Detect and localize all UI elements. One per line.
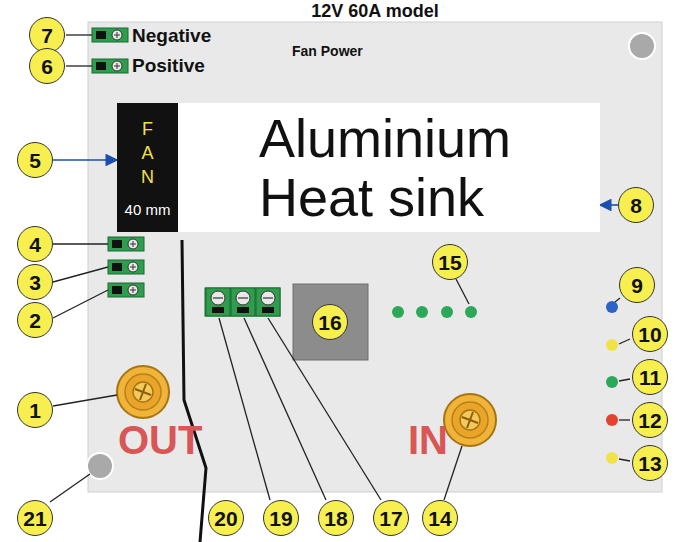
callout-label: 11 [639,367,661,388]
status-leds [606,301,618,464]
callout-label: 13 [638,453,661,474]
callout-number: 11 [632,359,668,395]
leader-arrow [600,204,618,206]
callout-label: 14 [428,508,451,529]
callout-number: 9 [619,267,655,303]
callout-label: 16 [318,312,341,333]
callout-label: 2 [29,310,41,331]
callout-label: 8 [630,195,642,216]
circuit-board [88,22,662,492]
callout-number: 13 [632,445,668,481]
callout-label: 12 [638,410,661,431]
callout-number: 16 [312,304,348,340]
sensor-wire [182,240,206,542]
callout-label: 18 [324,508,347,529]
terminal-label: IN [408,420,448,460]
part-label: Aluminium Heat sink [259,109,559,226]
callout-number: 12 [632,402,668,438]
callout-label: 7 [41,25,53,46]
callout-label: 20 [214,508,237,529]
callout-number: 18 [318,500,354,536]
callout-number: 20 [208,500,244,536]
callout-label: 5 [29,150,41,171]
terminal-strip [205,288,280,316]
callout-number: 3 [17,264,53,300]
leader-arrow [53,159,117,161]
callout-number: 14 [422,500,458,536]
callout-number: 19 [263,500,299,536]
callout-number: 5 [17,142,53,178]
callout-number: 4 [17,226,53,262]
callout-number: 2 [17,302,53,338]
heat-sink-band: Aluminium Heat sink [178,103,600,232]
callout-label: 4 [29,234,41,255]
callout-label: 19 [269,508,292,529]
callout-number: 10 [632,316,668,352]
callout-label: 21 [23,508,46,529]
fan-box: FAN 40 mm [117,103,178,232]
relay-chip [293,284,368,360]
callout-number: 1 [17,392,53,428]
terminal-label: OUT [118,420,202,460]
title: 12V 60A model [311,1,438,22]
callout-number: 8 [618,187,654,223]
callout-label: 10 [638,324,661,345]
callout-label: 6 [41,56,53,77]
callout-label: 17 [379,508,402,529]
callout-number: 6 [29,48,65,84]
terminal-label: Positive [132,56,205,75]
callout-number: 21 [17,500,53,536]
callout-label: 1 [29,400,41,421]
part-label: FAN [139,117,157,190]
terminal-label: Negative [132,26,211,45]
part-note: 40 mm [125,201,171,218]
section-label: Fan Power [292,44,363,58]
callout-label: 15 [438,252,461,273]
callout-number: 17 [373,500,409,536]
callout-label: 9 [631,275,643,296]
callout-label: 3 [29,272,41,293]
mounting-hole [87,453,113,479]
mounting-hole [629,33,655,59]
callout-number: 15 [432,244,468,280]
indicator-dots [392,306,477,318]
leader-lines [50,35,630,502]
